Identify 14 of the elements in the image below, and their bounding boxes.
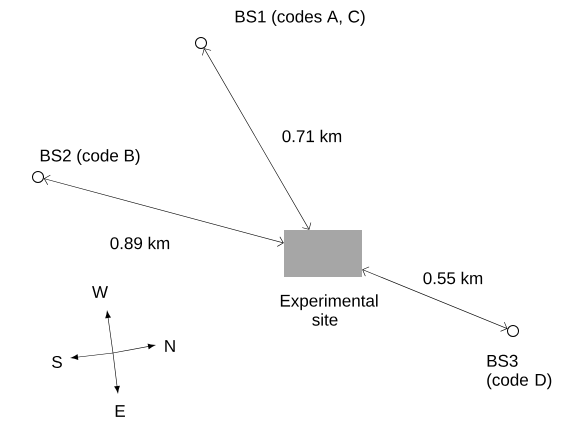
distance-arrow bbox=[44, 174, 284, 247]
edge-label: 0.71 km bbox=[282, 130, 342, 142]
compass-letter: E bbox=[116, 405, 125, 417]
station-label: BS2 (code B) bbox=[40, 149, 140, 165]
station-label: Experimental site bbox=[280, 294, 378, 326]
station-label: BS3 (code D) bbox=[487, 354, 552, 390]
station-label: BS1 (codes A, C) bbox=[236, 10, 365, 26]
compass-letter: W bbox=[92, 286, 108, 298]
edge-label: 0.89 km bbox=[110, 236, 170, 250]
compass-letter: S bbox=[52, 356, 62, 368]
edge-label: 0.55 km bbox=[423, 272, 482, 284]
distance-arrow bbox=[362, 266, 508, 332]
compass-letter: N bbox=[165, 340, 175, 352]
distance-arrow bbox=[202, 48, 312, 230]
